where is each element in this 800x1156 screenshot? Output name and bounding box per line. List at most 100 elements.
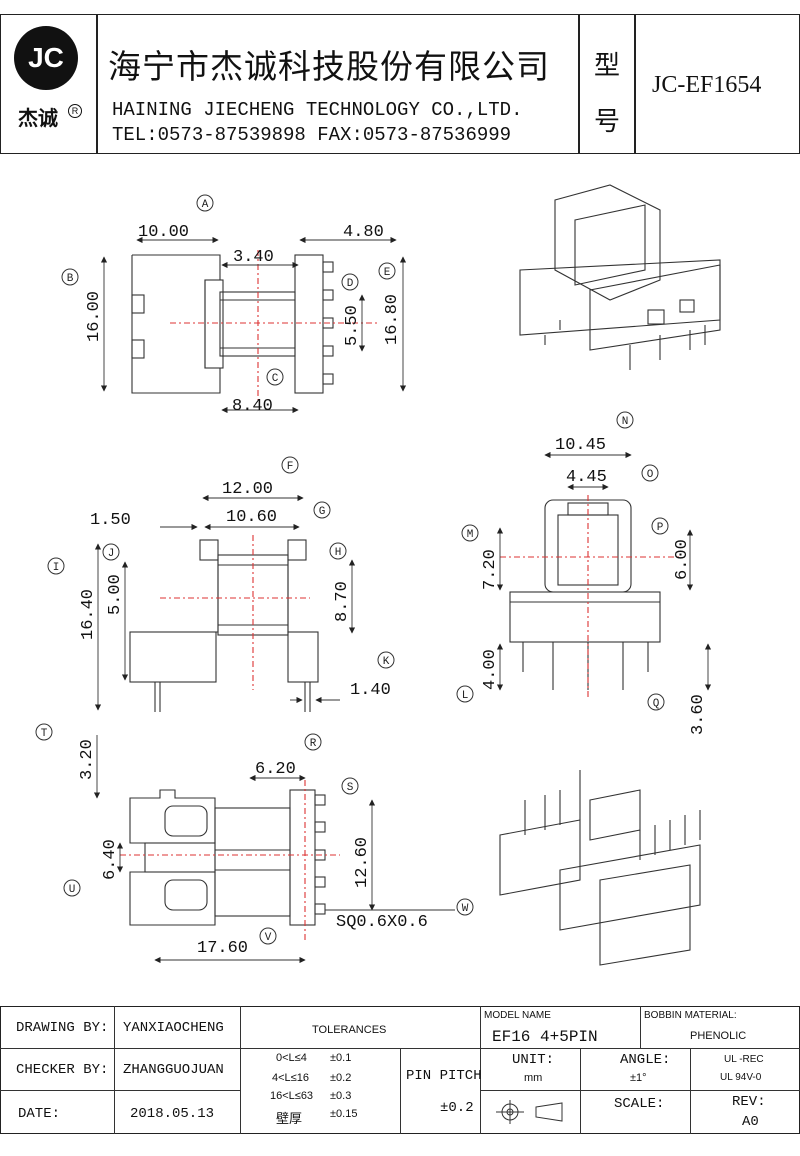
company-logo: JC 杰诚 R [8, 26, 88, 141]
tol-range-0: 0<L≤4 [276, 1052, 307, 1064]
tb-vrule-7 [690, 1048, 691, 1134]
company-name-en: HAINING JIECHENG TECHNOLOGY CO.,LTD. [112, 99, 523, 121]
tb-vrule-6 [580, 1048, 581, 1134]
company-contact: TEL:0573-87539898 FAX:0573-87536999 [112, 124, 512, 146]
tb-rule-3 [480, 1048, 800, 1049]
dim-t-height: 3.20 [78, 739, 97, 780]
callout-a: A [196, 194, 214, 212]
callout-e: E [378, 262, 396, 280]
rev-value: A0 [742, 1114, 759, 1130]
projection-icon [496, 1100, 563, 1124]
callout-t: T [35, 723, 53, 741]
view-top-r [120, 780, 340, 940]
angle-label: ANGLE: [620, 1052, 671, 1068]
model-label-2: 号 [594, 107, 621, 137]
model-code: JC-EF1654 [652, 72, 762, 98]
unit-value: mm [524, 1072, 543, 1084]
dim-b-height: 16.00 [85, 291, 104, 342]
dim-r-width: 6.20 [255, 760, 296, 779]
svg-text:A: A [202, 199, 209, 211]
dim-e-height: 16.80 [383, 294, 402, 345]
dim-n-width: 10.45 [555, 436, 606, 455]
svg-text:U: U [69, 884, 76, 896]
svg-text:P: P [657, 522, 664, 534]
dim-m-height: 7.20 [481, 549, 500, 590]
tol-range-3: 壁厚 [276, 1111, 303, 1126]
tolerances-label: TOLERANCES [312, 1024, 387, 1036]
logo-registered: R [68, 104, 82, 118]
callout-q: Q [647, 693, 665, 711]
callout-v: V [259, 927, 277, 945]
unit-label: UNIT: [512, 1052, 555, 1068]
tb-vrule-5 [640, 1006, 641, 1048]
svg-text:B: B [67, 273, 74, 285]
callout-f: F [281, 456, 299, 474]
header-divider-model2 [634, 14, 636, 154]
tb-vrule-2 [240, 1006, 241, 1134]
callout-s: S [341, 777, 359, 795]
logo-text: JC [28, 42, 64, 73]
svg-text:K: K [383, 656, 390, 668]
dim-p-height: 6.00 [673, 539, 692, 580]
svg-text:S: S [347, 782, 354, 794]
view-side-a [131, 250, 380, 400]
view-front-f [129, 535, 319, 712]
svg-text:F: F [287, 461, 294, 473]
tol-value-2: ±0.3 [330, 1090, 352, 1102]
svg-text:V: V [265, 932, 272, 944]
pin-pitch-value: ±0.2 [440, 1100, 474, 1116]
callout-w: W [456, 898, 474, 916]
tb-rule-4 [480, 1090, 800, 1091]
company-name-cn: 海宁市杰诚科技股份有限公司 [108, 47, 550, 86]
dim-u-height: 6.40 [101, 839, 120, 880]
technical-drawing: 10.00 4.80 3.40 16.00 16.80 5.50 8.40 12… [35, 184, 721, 966]
dim-a-width: 10.00 [138, 223, 189, 242]
svg-text:Q: Q [653, 698, 660, 710]
svg-text:I: I [53, 562, 60, 574]
dim-h-height: 8.70 [333, 581, 352, 622]
tb-vrule-4 [400, 1048, 401, 1134]
tb-rule-2 [0, 1090, 240, 1091]
callout-i: I [47, 557, 65, 575]
callout-b: B [61, 268, 79, 286]
callout-k: K [377, 651, 395, 669]
svg-text:N: N [622, 416, 629, 428]
tol-value-0: ±0.1 [330, 1052, 352, 1064]
dim-flange: 1.50 [90, 511, 131, 530]
logo-reg-text: R [71, 106, 79, 116]
projection-symbol [492, 1098, 568, 1126]
logo-sub: 杰诚 [8, 102, 68, 130]
view-3d-bottom [499, 770, 701, 966]
checker-by-value: ZHANGGUOJUAN [123, 1062, 224, 1078]
svg-text:T: T [41, 728, 48, 740]
dim-g-width: 10.60 [226, 508, 277, 527]
tol-range-1: 4<L≤16 [272, 1072, 309, 1084]
dim-k-pin: 1.40 [350, 681, 391, 700]
callout-c: C [266, 368, 284, 386]
logo-mark: JC [14, 26, 78, 90]
dim-c-base: 8.40 [232, 397, 273, 416]
svg-text:R: R [310, 738, 317, 750]
callout-r: R [304, 733, 322, 751]
svg-text:H: H [335, 547, 342, 559]
header-divider-model [578, 14, 580, 154]
pin-pitch-label: PIN PITCH [406, 1068, 482, 1084]
logo-sub-text: 杰诚 [18, 105, 58, 130]
angle-value: ±1° [630, 1072, 647, 1084]
ul-94v0: UL 94V-0 [720, 1072, 762, 1083]
checker-by-label: CHECKER BY: [16, 1062, 109, 1078]
svg-text:D: D [347, 278, 354, 290]
dim-a-right: 4.80 [343, 223, 384, 242]
callout-j: J [102, 543, 120, 561]
callout-o: O [641, 464, 659, 482]
dim-a-inner: 3.40 [233, 248, 274, 267]
bobbin-material-value: PHENOLIC [690, 1030, 747, 1042]
dim-v-width: 17.60 [197, 939, 248, 958]
drawing-by-label: DRAWING BY: [16, 1020, 109, 1036]
model-name-value: EF16 4+5PIN [492, 1028, 598, 1046]
view-3d-top [519, 184, 721, 370]
ul-rec: UL -REC [724, 1054, 764, 1065]
dim-s-height: 12.60 [353, 837, 372, 888]
model-name-label: MODEL NAME [484, 1010, 551, 1021]
dim-f-width: 12.00 [222, 480, 273, 499]
